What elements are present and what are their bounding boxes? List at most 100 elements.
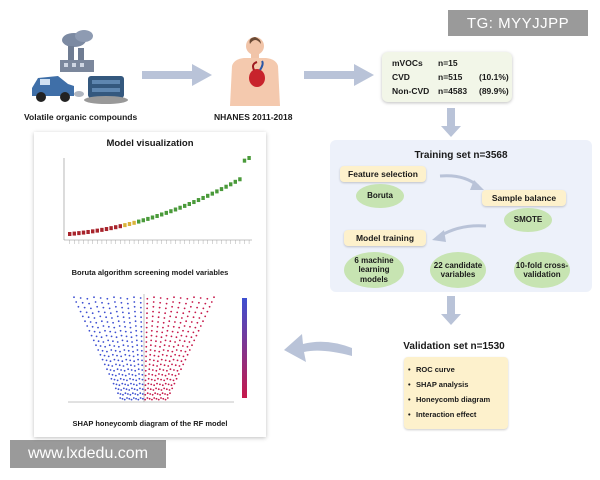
shap-dot	[163, 379, 166, 382]
shap-row	[79, 310, 209, 315]
shap-dot	[145, 326, 148, 329]
shap-dot	[159, 301, 162, 304]
shap-dot	[171, 363, 173, 366]
shap-dot	[179, 297, 182, 299]
boruta-box	[233, 179, 237, 184]
shap-dot	[125, 388, 128, 391]
shap-dot	[90, 334, 93, 337]
shap-dot	[126, 379, 128, 382]
shap-dot	[131, 392, 134, 395]
shap-dot	[161, 392, 164, 395]
shap-dot	[123, 398, 126, 401]
shap-dot	[200, 312, 203, 315]
shap-row	[88, 329, 200, 334]
shap-dot	[194, 326, 197, 329]
shap-dot	[88, 329, 91, 332]
info-count: n=4583	[438, 86, 468, 96]
shap-dot	[92, 339, 95, 342]
shap-dot	[148, 363, 151, 366]
shap-dot	[162, 326, 164, 329]
shap-dot	[115, 363, 117, 366]
shap-dot	[117, 320, 120, 323]
shap-dot	[167, 325, 170, 327]
shap-dot	[166, 377, 169, 380]
shap-dot	[170, 335, 173, 338]
shap-dot	[95, 335, 98, 338]
shap-dot	[112, 382, 115, 385]
candidate-variables-oval: 22 candidate variables	[430, 252, 486, 288]
shap-dot	[133, 301, 136, 303]
shap-dot	[162, 397, 165, 400]
validation-box: ROC curve SHAP analysis Honeycomb diagra…	[404, 357, 508, 429]
shap-dot	[140, 349, 143, 352]
shap-dot	[138, 377, 141, 380]
shap-dot	[104, 329, 106, 332]
shap-dot	[186, 315, 189, 318]
boruta-box	[238, 177, 242, 182]
shap-dot	[157, 388, 160, 391]
curved-arrow-icon	[432, 224, 487, 242]
shap-dot	[150, 334, 153, 337]
shap-dot	[193, 339, 196, 342]
shap-dot	[130, 364, 132, 367]
boruta-box	[109, 226, 113, 231]
shap-dot	[128, 317, 131, 319]
shap-dot	[129, 377, 131, 380]
shap-dot	[192, 316, 195, 319]
shap-dot	[174, 341, 176, 343]
shap-dot	[120, 389, 123, 391]
boruta-caption: Boruta algorithm screening model variabl…	[71, 268, 229, 277]
shap-dot	[173, 369, 175, 371]
shap-dot	[154, 345, 157, 347]
shap-dot	[121, 306, 124, 309]
boruta-box	[77, 231, 81, 236]
shap-dot	[178, 339, 181, 342]
info-name: Non-CVD	[392, 86, 430, 96]
shap-dot	[176, 311, 179, 314]
shap-dot	[108, 373, 111, 375]
shap-row	[119, 397, 169, 401]
shap-dot	[153, 384, 156, 387]
shap-dot	[121, 311, 124, 314]
shap-dot	[157, 377, 159, 380]
shap-dot	[151, 393, 154, 396]
shap-dot	[107, 302, 110, 305]
shap-dot	[99, 297, 102, 299]
shap-dot	[91, 325, 94, 328]
shap-dot	[166, 329, 169, 332]
shap-dot	[183, 307, 186, 310]
shap-dot	[139, 301, 142, 304]
shap-dot	[182, 355, 185, 358]
shap-dot	[100, 336, 103, 339]
shap-dot	[136, 349, 139, 351]
shap-dot	[135, 329, 138, 332]
shap-dot	[176, 359, 179, 362]
shap-dot	[175, 349, 178, 351]
shap-dot	[83, 306, 86, 309]
training-title: Training set n=3568	[414, 150, 508, 161]
boruta-box	[118, 224, 122, 229]
shap-dot	[178, 326, 181, 329]
shap-dot	[156, 325, 159, 328]
info-count: n=15	[438, 58, 458, 68]
shap-dot	[151, 325, 154, 327]
shap-dot	[111, 353, 114, 356]
shap-dot	[140, 321, 143, 323]
shap-plot-illustration	[68, 294, 247, 403]
shap-dot	[103, 311, 106, 314]
shap-dot	[160, 389, 163, 391]
shap-dot	[133, 305, 136, 308]
shap-dot	[126, 397, 128, 399]
shap-dot	[111, 317, 113, 319]
shap-dot	[196, 321, 199, 324]
shap-dot	[116, 379, 119, 382]
shap-dot	[129, 359, 132, 362]
boruta-oval: Boruta	[356, 184, 404, 208]
training-set-box: Training set n=3568 Feature selection Bo…	[330, 140, 592, 292]
shap-dot	[198, 317, 201, 319]
shap-dot	[135, 339, 138, 342]
shap-dot	[132, 397, 135, 399]
shap-dot	[140, 311, 142, 314]
shap-dot	[183, 325, 186, 327]
shap-dot	[79, 297, 82, 299]
